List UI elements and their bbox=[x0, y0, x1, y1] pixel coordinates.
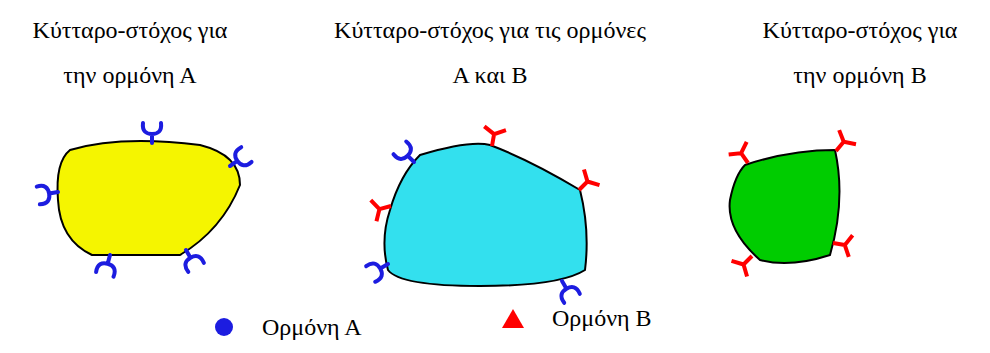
legend-label: Ορμόνη Β bbox=[552, 304, 652, 332]
receptor-b bbox=[828, 130, 856, 158]
receptor-a bbox=[366, 256, 392, 282]
receptor-a bbox=[393, 141, 420, 168]
receptor-b bbox=[729, 142, 757, 169]
target-cell: Κύτταρο-στόχος για τις ορμόνες Α και Β bbox=[330, 8, 650, 300]
receptor-a bbox=[143, 123, 161, 143]
hormone-b-symbol bbox=[502, 309, 524, 328]
legend-label: Ορμόνη Α bbox=[262, 313, 362, 341]
cell-caption: Κύτταρο-στόχος για τις ορμόνες Α και Β bbox=[330, 8, 650, 98]
cell-body bbox=[384, 144, 586, 286]
receptor-a bbox=[96, 253, 119, 277]
receptor-b bbox=[831, 232, 853, 257]
cell-caption: Κύτταρο-στόχος για την ορμόνη Β bbox=[745, 8, 975, 98]
receptor-b bbox=[371, 195, 394, 221]
hormone-a-symbol bbox=[215, 318, 233, 336]
target-cell: Κύτταρο-στόχος για την ορμόνη Α bbox=[15, 8, 245, 300]
cell-body bbox=[730, 150, 840, 263]
cell-body bbox=[58, 141, 241, 255]
receptor-a bbox=[554, 276, 580, 302]
cell-caption: Κύτταρο-στόχος για την ορμόνη Α bbox=[15, 8, 245, 98]
receptor-a bbox=[37, 183, 60, 205]
receptor-a bbox=[225, 147, 252, 173]
receptor-b bbox=[731, 248, 759, 276]
receptor-a bbox=[178, 245, 204, 271]
target-cell: Κύτταρο-στόχος για την ορμόνη Β bbox=[745, 8, 975, 300]
receptor-b bbox=[571, 169, 599, 197]
receptor-b bbox=[481, 126, 506, 148]
